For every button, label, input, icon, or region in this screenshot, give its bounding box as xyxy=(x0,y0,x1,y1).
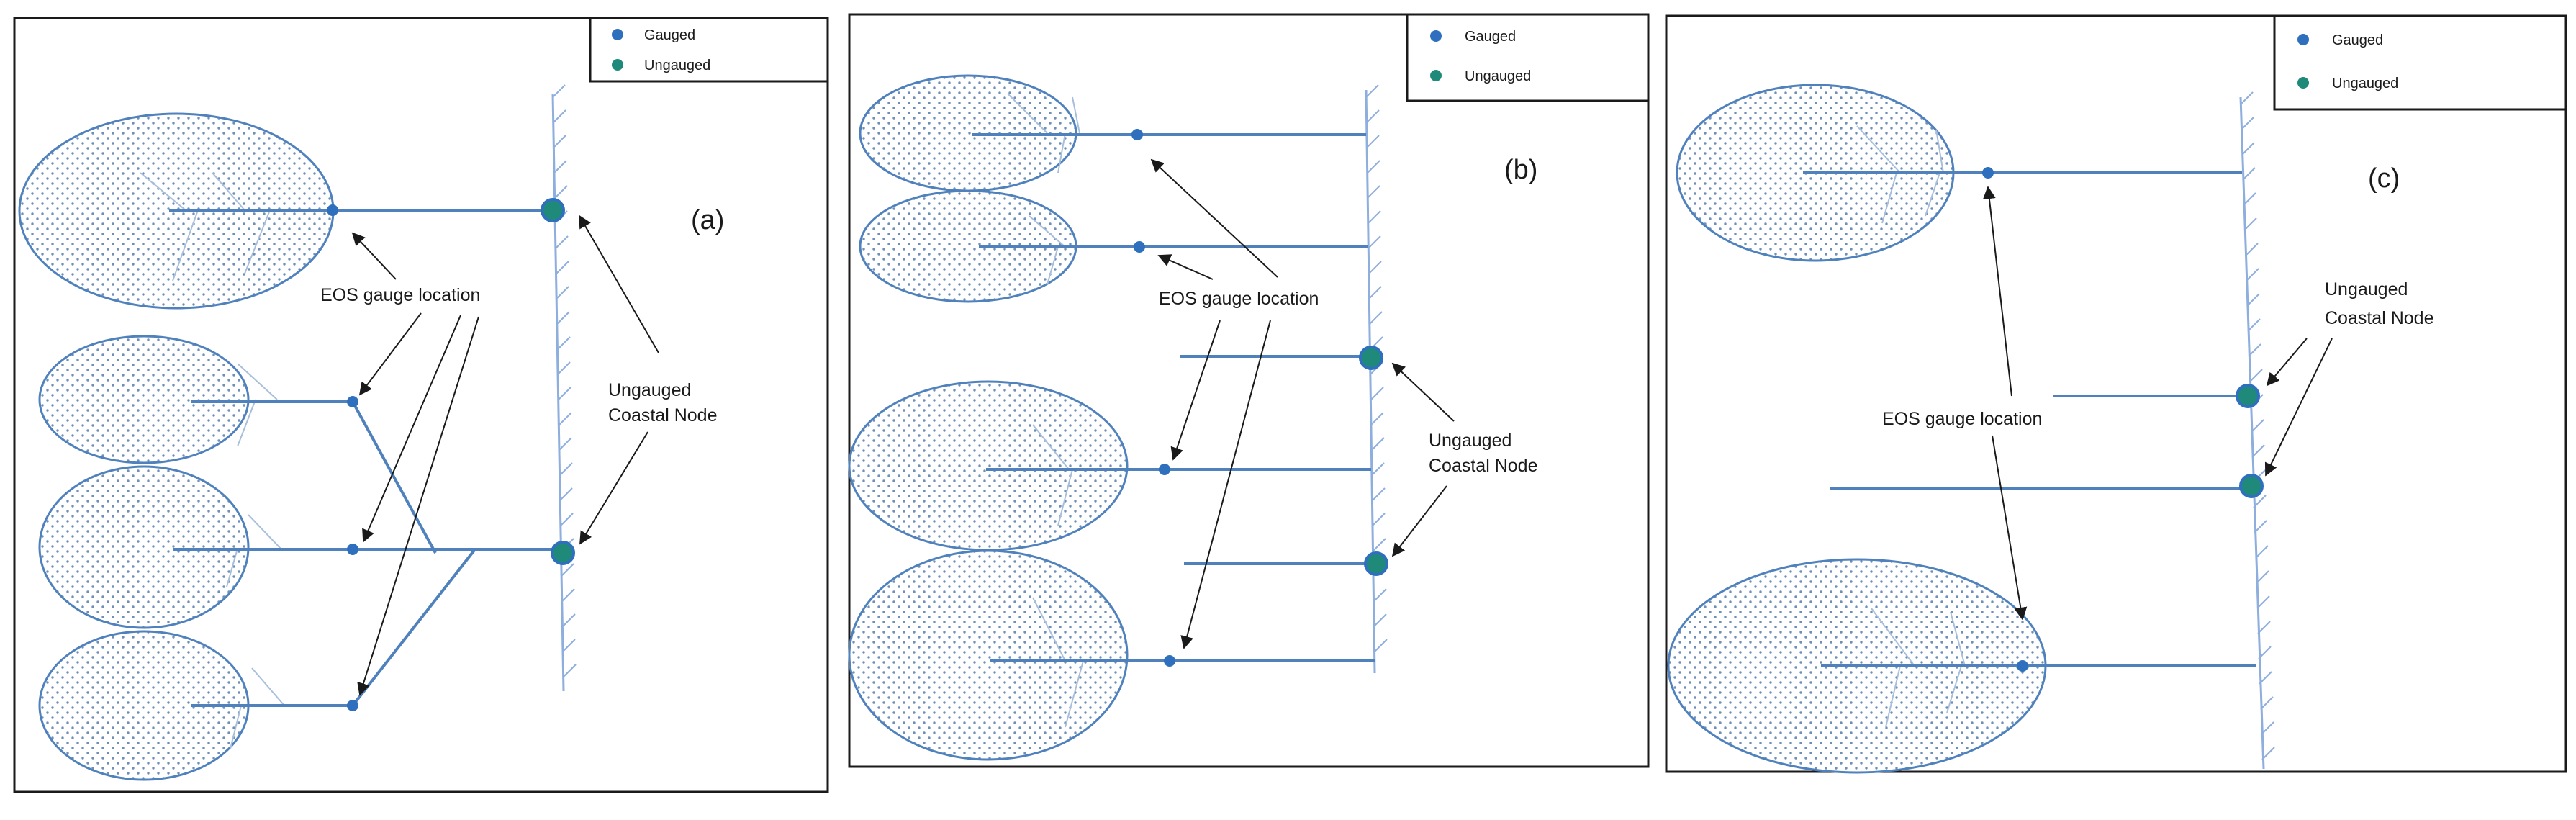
tributaries xyxy=(1007,93,1084,728)
ungauged-coastal-node xyxy=(541,198,565,222)
legend-box xyxy=(1406,13,1650,102)
annotation-arrows xyxy=(1150,158,1455,649)
eos-gauge-label: EOS gauge location xyxy=(1882,409,2042,429)
panel-label: (c) xyxy=(2368,163,2400,194)
ungauged-coastal-node xyxy=(551,541,575,565)
basin xyxy=(38,465,250,629)
ungauged-label-line1: Ungauged xyxy=(2325,279,2408,299)
legend-ungauged-marker xyxy=(612,59,623,71)
panel-a: Gauged Ungauged (a) xyxy=(13,17,829,793)
panel-frame xyxy=(1665,14,2567,773)
panel-c: Gauged Ungauged (c) xyxy=(1665,14,2567,774)
panel-frame xyxy=(848,13,1650,768)
legend-gauged-marker xyxy=(612,29,623,40)
legend-ungauged-label: Ungauged xyxy=(2332,76,2398,91)
gauged-node xyxy=(2017,660,2028,672)
gauged-node xyxy=(1159,464,1170,475)
coastline xyxy=(551,84,577,692)
gauged-node xyxy=(1134,241,1145,253)
ungauged-coastal-node xyxy=(1364,551,1388,576)
gauged-node xyxy=(1982,167,1994,179)
panel-frame xyxy=(13,17,829,793)
gauged-node xyxy=(347,396,358,407)
ungauged-label-line1: Ungauged xyxy=(608,380,691,400)
gauged-node xyxy=(327,204,338,216)
tributaries xyxy=(140,172,285,749)
legend-box xyxy=(589,17,829,83)
eos-gauge-label: EOS gauge location xyxy=(1159,289,1319,309)
gauged-node xyxy=(347,700,358,711)
ungauged-label-line2: Coastal Node xyxy=(2325,308,2433,328)
legend-ungauged-label: Ungauged xyxy=(1465,68,1531,84)
legend-ungauged-marker xyxy=(1430,70,1442,81)
ungauged-coastal-node xyxy=(1359,346,1383,370)
basin xyxy=(848,549,1129,761)
basin xyxy=(848,380,1129,551)
legend-ungauged-label: Ungauged xyxy=(644,58,710,73)
annotation-arrows xyxy=(351,215,659,696)
panel-label: (a) xyxy=(691,205,724,235)
annotation-arrows xyxy=(1982,186,2333,621)
river-network xyxy=(1803,171,2256,667)
ungauged-label-line2: Coastal Node xyxy=(1429,456,1537,476)
legend-gauged-marker xyxy=(1430,30,1442,42)
legend-gauged-marker xyxy=(2297,34,2309,45)
legend-ungauged-marker xyxy=(2297,77,2309,89)
panel-label: (b) xyxy=(1504,155,1537,185)
legend-gauged-label: Gauged xyxy=(1465,29,1516,45)
gauged-node xyxy=(1131,129,1143,140)
gauged-node xyxy=(347,544,358,555)
coastline xyxy=(2239,91,2275,770)
legend-gauged-label: Gauged xyxy=(644,27,695,43)
ungauged-label-line2: Coastal Node xyxy=(608,405,717,425)
ungauged-coastal-node xyxy=(2239,474,2264,498)
ungauged-label-line1: Ungauged xyxy=(1429,431,1511,451)
panel-b: Gauged Ungauged (b) xyxy=(848,13,1650,768)
ungauged-coastal-node xyxy=(2236,384,2260,408)
coastline xyxy=(1365,84,1388,674)
legend-box xyxy=(2273,14,2567,111)
legend-gauged-label: Gauged xyxy=(2332,32,2383,48)
river-network xyxy=(169,209,561,707)
tributaries xyxy=(1856,125,1966,728)
river-network xyxy=(972,133,1375,662)
eos-gauge-label: EOS gauge location xyxy=(320,285,480,305)
basin xyxy=(38,335,250,464)
gauged-node xyxy=(1164,655,1175,667)
